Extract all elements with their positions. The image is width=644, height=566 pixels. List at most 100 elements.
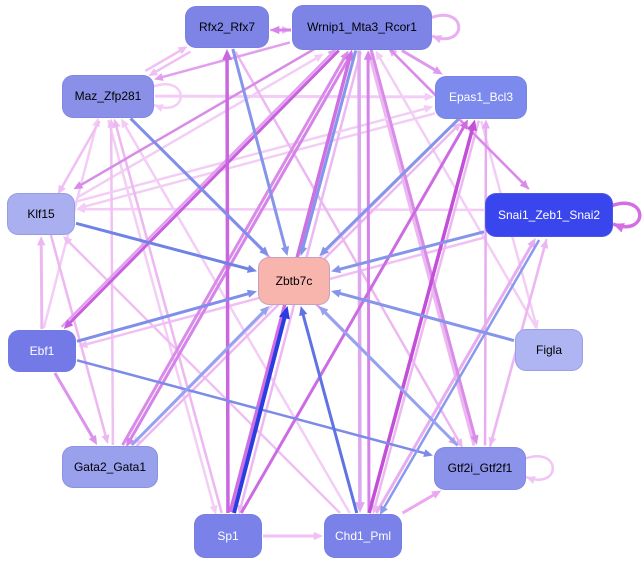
edge-ebf1-gtf2i (76, 359, 429, 456)
edge-maz-sp1-arrow (209, 504, 218, 515)
edge-chd1-epas1-arrow (467, 119, 477, 132)
edge-chd1-maz (122, 122, 351, 514)
edge-gata2-wrnip1 (121, 54, 348, 446)
graph-node-ebf1[interactable]: Ebf1 (8, 330, 76, 372)
edge-ebf1-klf15-arrow (37, 236, 46, 246)
edge-gtf2i-snai1-arrow (540, 239, 549, 249)
edge-epas1-klf15 (81, 112, 436, 209)
edge-maz-rfx2-arrow (177, 46, 188, 55)
edge-maz-sp1 (107, 119, 216, 510)
edge-wrnip1-chd1 (357, 50, 362, 507)
graph-node-maz[interactable]: Maz_Zfp281 (62, 74, 154, 118)
edge-snai1-klf15 (81, 207, 485, 212)
edge-wrnip1-gata2 (127, 51, 354, 443)
edge-maz-zbtb7c-arrow (259, 246, 269, 256)
edge-wrnip1-rfx2-arrow (270, 25, 280, 35)
edge-klf15-zbtb7c-arrow (246, 264, 257, 273)
edge-chd1-snai1 (375, 242, 535, 514)
edge-gata2-zbtb7c (130, 308, 267, 447)
edge-wrnip1-snai1-arrow (519, 179, 529, 190)
edge-rfx2-zbtb7c (231, 48, 288, 251)
edge-klf15-epas1-arrow (423, 104, 434, 113)
edge-snai1-zbtb7c (336, 230, 485, 272)
edge-wrnip1-epas1-arrow (432, 66, 443, 75)
graph-node-gata2[interactable]: Gata2_Gata1 (62, 446, 158, 488)
edge-ebf1-zbtb7c (76, 291, 253, 343)
edge-sp1-maz-arrow (112, 118, 121, 129)
edge-rfx2-maz-arrow (148, 68, 159, 77)
edge-figla-zbtb7c (335, 291, 515, 342)
edge-wrnip1-wrnip1-selfloop (429, 13, 461, 41)
edge-wrnip1-ebf1-arrow (63, 319, 74, 329)
edge-sp1-rfx2-arrow (222, 49, 232, 60)
edge-wrnip1-gtf2i (369, 49, 477, 440)
edge-chd1-zbtb7c (300, 310, 359, 514)
edge-figla-wrnip1-arrow (375, 50, 384, 61)
edge-gtf2i-epas1-arrow (481, 119, 490, 129)
edge-wrnip1-chd1-arrow (355, 502, 365, 514)
edge-chd1-wrnip1 (366, 56, 371, 513)
graph-node-sp1[interactable]: Sp1 (194, 514, 262, 558)
edge-sp1-chd1-arrow (313, 531, 323, 541)
edge-wrnip1-klf15-arrow (73, 181, 84, 190)
graph-node-snai1[interactable]: Snai1_Zeb1_Snai2 (485, 193, 613, 237)
edge-snai1-chd1-arrow (379, 505, 388, 516)
edge-gtf2i-gtf2i-selfloop (523, 455, 554, 481)
edge-maz-klf15 (59, 120, 101, 191)
edge-snai1-snai1-selfloop (610, 201, 642, 229)
edge-maz-zbtb7c (129, 117, 266, 254)
edge-sp1-maz (114, 123, 223, 514)
edge-gata2-epas1-arrow (452, 122, 462, 132)
edge-gtf2i-epas1 (483, 124, 488, 446)
edge-maz-klf15-arrow (57, 184, 66, 195)
edge-chd1-klf15 (65, 238, 341, 514)
edge-wrnip1-zbtb7c (300, 50, 358, 251)
edge-rfx2-maz (152, 50, 192, 75)
edge-wrnip1-ebf1 (66, 49, 340, 327)
graph-node-epas1[interactable]: Epas1_Bcl3 (435, 75, 527, 119)
edge-ebf1-gtf2i-arrow (423, 449, 433, 458)
edge-klf15-wrnip1-arrow (313, 53, 324, 62)
edge-gtf2i-gtf2i-arrow (526, 476, 536, 484)
edge-gtf2i-zbtb7c-arrow (318, 306, 329, 316)
edge-ebf1-zbtb7c-arrow (246, 289, 257, 298)
edge-ebf1-wrnip1 (60, 51, 334, 328)
edge-wrnip1-zbtb7c-arrow (299, 245, 308, 256)
edge-rfx2-zbtb7c-arrow (280, 245, 290, 256)
graph-node-zbtb7c[interactable]: Zbtb7c (258, 257, 330, 305)
edge-epas1-zbtb7c (322, 118, 460, 254)
edge-chd1-gtf2i (401, 492, 438, 515)
graph-node-gtf2i[interactable]: Gtf2i_Gtf2f1 (434, 446, 526, 490)
edge-sp1-rfx2 (225, 55, 230, 514)
edge-epas1-zbtb7c-arrow (319, 246, 329, 256)
edge-snai1-snai1-arrow (613, 223, 625, 233)
edge-chd1-snai1-arrow (527, 238, 536, 249)
edge-ebf1-klf15 (39, 241, 44, 330)
edge-wrnip1-wrnip1-arrow (432, 35, 443, 44)
edge-gtf2i-zbtb7c (321, 308, 459, 447)
edge-klf15-wrnip1 (77, 55, 320, 199)
graph-node-chd1[interactable]: Chd1_Pml (324, 514, 402, 558)
edge-snai1-chd1 (381, 239, 541, 511)
edge-maz-epas1-arrow (424, 92, 434, 102)
graph-node-rfx2[interactable]: Rfx2_Rfx7 (185, 6, 269, 48)
edge-chd1-epas1 (367, 125, 475, 514)
edge-sp1-epas1 (239, 123, 467, 514)
edge-gata2-zbtb7c-arrow (259, 306, 270, 316)
edge-snai1-zbtb7c-arrow (331, 265, 342, 274)
edge-chd1-klf15-arrow (63, 236, 73, 246)
edge-wrnip1-maz (158, 41, 291, 80)
edge-sp1-wrnip1-arrow (344, 49, 354, 62)
edge-klf15-zbtb7c (75, 221, 252, 272)
edge-wrnip1-gtf2i-arrow (470, 434, 479, 445)
graph-node-wrnip1[interactable]: Wrnip1_Mta3_Rcor1 (292, 4, 432, 50)
edge-rfx2-gtf2i-arrow (454, 438, 463, 448)
graph-node-figla[interactable]: Figla (515, 329, 583, 371)
edge-ebf1-wrnip1-arrow (327, 48, 337, 58)
edge-epas1-figla-arrow (531, 319, 539, 330)
edge-chd1-gtf2i-arrow (431, 490, 442, 499)
graph-node-klf15[interactable]: Klf15 (7, 193, 75, 235)
edge-chd1-zbtb7c-arrow (299, 306, 308, 317)
edge-wrnip1-klf15 (77, 45, 320, 188)
